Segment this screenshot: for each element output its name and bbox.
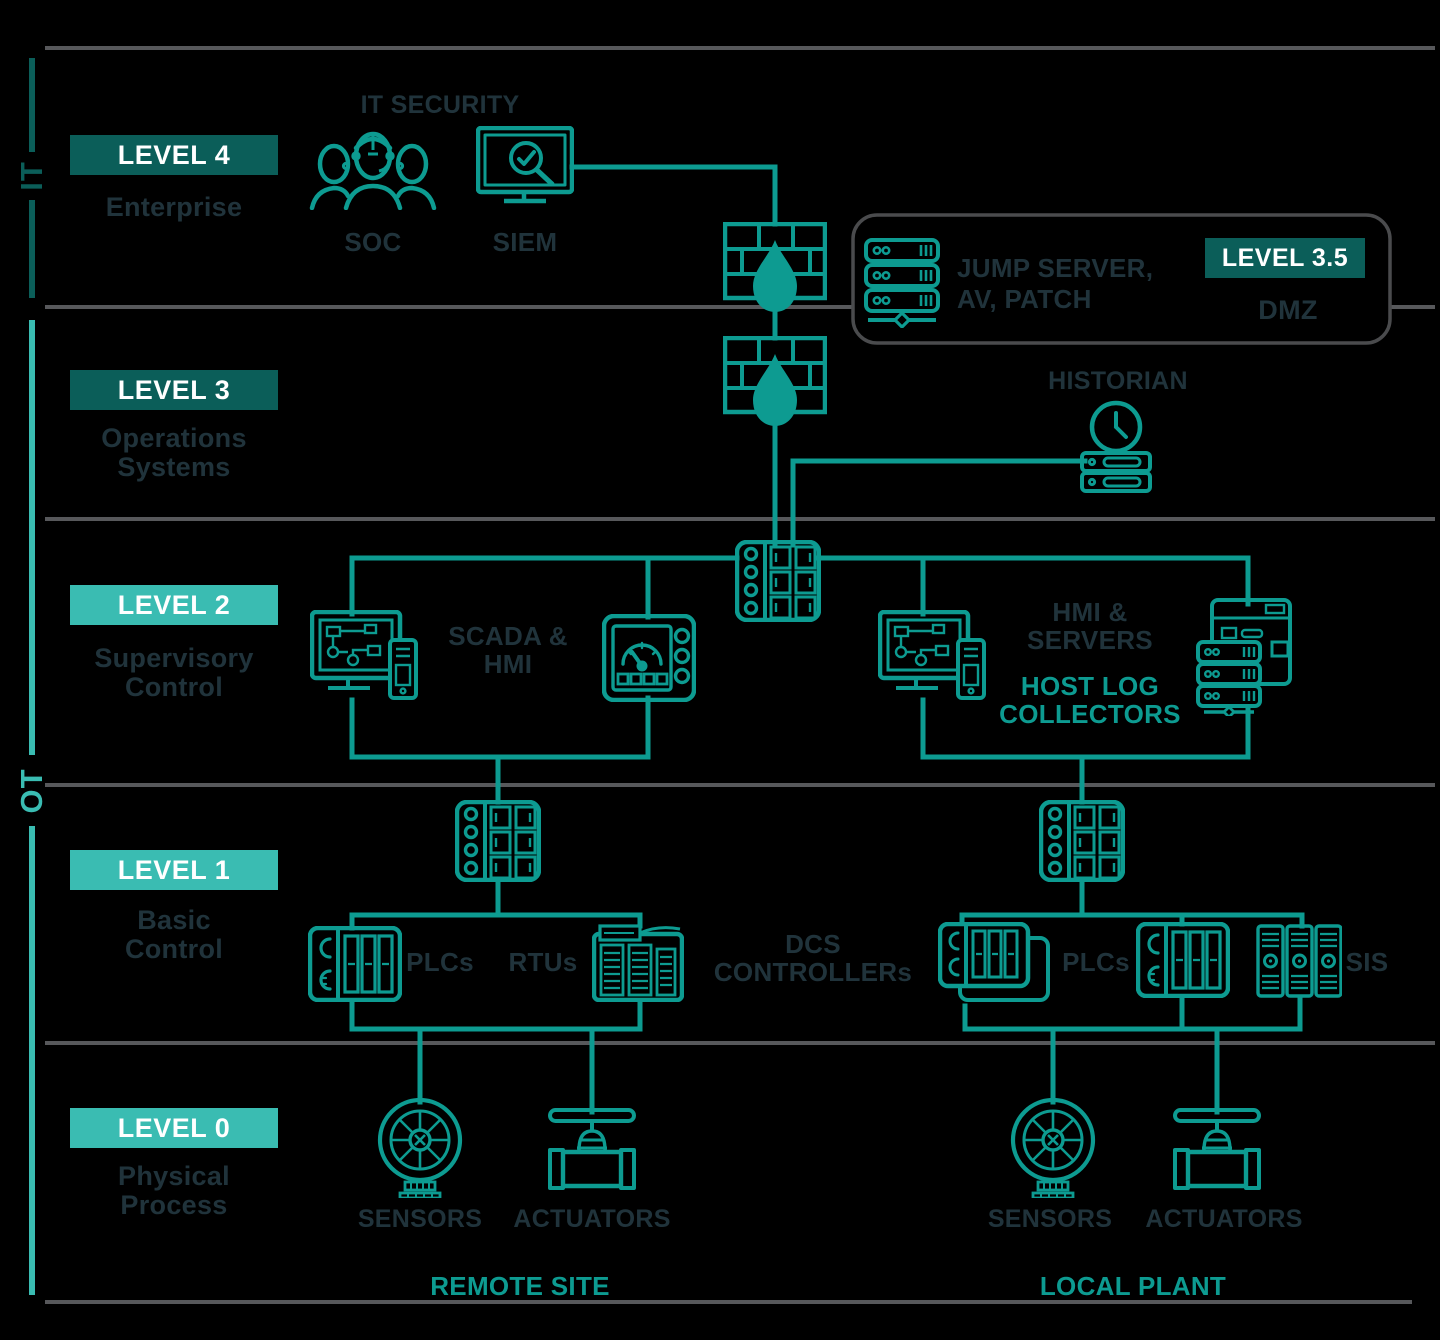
plc-icon-remote	[308, 926, 402, 1002]
level1-badge: LEVEL 1	[70, 850, 278, 890]
rtu-icon	[592, 924, 684, 1002]
sensors-remote-label: SENSORS	[357, 1205, 483, 1233]
servers-icon	[1196, 598, 1292, 716]
host-log-collectors-label: HOST LOG COLLECTORS	[999, 671, 1181, 730]
plcs-remote-label: PLCs	[406, 947, 474, 977]
it-zone-label: IT	[14, 161, 49, 191]
sensor-icon-remote	[372, 1098, 468, 1198]
historian-label: HISTORIAN	[1048, 367, 1188, 395]
hmi-workstation-icon	[878, 610, 986, 706]
sensors-local-label: SENSORS	[987, 1205, 1113, 1233]
actuators-local-label: ACTUATORS	[1145, 1205, 1303, 1233]
scada-workstation-icon	[310, 610, 418, 706]
actuators-remote-label: ACTUATORS	[513, 1205, 671, 1233]
network-switch-icon-local	[1039, 800, 1125, 882]
remote-site-label: REMOTE SITE	[430, 1271, 610, 1301]
plc-icon-local	[1136, 922, 1230, 998]
jump-server-caption: JUMP SERVER, AV, PATCH	[957, 253, 1154, 314]
firewall-icon-lower	[723, 336, 827, 428]
jump-server-icon	[864, 238, 940, 328]
level0-name: Physical Process	[118, 1161, 230, 1221]
rtus-label: RTUs	[508, 947, 578, 977]
level1-name: Basic Control	[124, 905, 224, 965]
scada-hmi-label: SCADA & HMI	[448, 621, 568, 680]
level-separator-lines	[45, 46, 1435, 1304]
dcs-controllers-label: DCS CONTROLLERs	[713, 929, 913, 988]
level3-name: Operations Systems	[101, 423, 247, 483]
firewall-icon-upper	[723, 222, 827, 314]
sis-icon	[1256, 924, 1342, 998]
level2-name: Supervisory Control	[94, 643, 254, 703]
soc-people-icon	[308, 124, 438, 210]
dcs-controllers-icon	[938, 922, 1052, 1006]
siem-monitor-icon	[476, 126, 574, 210]
local-plant-label: LOCAL PLANT	[1039, 1271, 1227, 1301]
actuator-valve-icon-local	[1173, 1106, 1261, 1190]
siem-label: SIEM	[492, 227, 558, 257]
sis-label: SIS	[1345, 947, 1389, 977]
historian-icon	[1080, 400, 1152, 494]
plcs-local-label: PLCs	[1062, 947, 1130, 977]
level0-badge: LEVEL 0	[70, 1108, 278, 1148]
soc-label: SOC	[344, 227, 402, 257]
level4-badge: LEVEL 4	[70, 135, 278, 175]
hmi-panel-icon	[602, 614, 696, 702]
network-switch-icon-l2	[735, 540, 821, 622]
level35-badge: LEVEL 3.5	[1205, 238, 1365, 278]
dmz-label: DMZ	[1258, 295, 1318, 325]
level3-badge: LEVEL 3	[70, 370, 278, 410]
level4-name: Enterprise	[105, 192, 243, 222]
actuator-valve-icon-remote	[548, 1106, 636, 1190]
hmi-servers-label: HMI & SERVERS	[1027, 597, 1153, 656]
level2-badge: LEVEL 2	[70, 585, 278, 625]
network-switch-icon-remote	[455, 800, 541, 882]
it-security-title: IT SECURITY	[360, 91, 520, 119]
sensor-icon-local	[1005, 1098, 1101, 1198]
ot-zone-label: OT	[14, 768, 49, 814]
network-links	[349, 164, 1305, 1115]
